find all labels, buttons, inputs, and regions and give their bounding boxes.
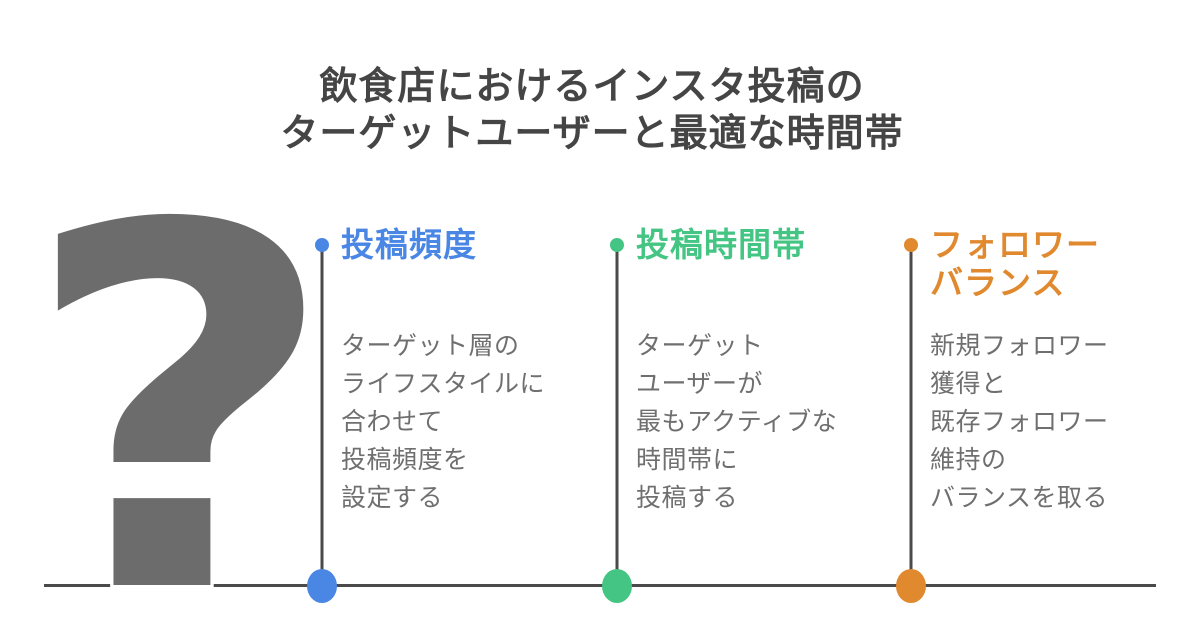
page-title: 飲食店におけるインスタ投稿の ターゲットユーザーと最適な時間帯 xyxy=(280,66,904,155)
column-follower-balance: フォロワー バランス xyxy=(930,226,1198,302)
top-dot-orange-icon xyxy=(904,238,918,252)
bottom-dot-blue-icon xyxy=(307,569,337,603)
column-posting-time-slot: 投稿時間帯 xyxy=(636,226,904,264)
top-dot-blue-icon xyxy=(315,238,329,252)
column-heading-posting-frequency: 投稿頻度 xyxy=(341,226,477,263)
bottom-dot-orange-icon xyxy=(896,569,926,603)
column-heading-follower-balance: フォロワー バランス xyxy=(930,226,1100,301)
top-dot-green-icon xyxy=(610,238,624,252)
column-posting-frequency: 投稿頻度 xyxy=(341,226,609,264)
column-body-posting-time-slot: ターゲット ユーザーが 最もアクティブな 時間帯に 投稿する xyxy=(636,332,838,512)
bottom-dot-green-icon xyxy=(602,569,632,603)
column-body-posting-frequency: ターゲット層の ライフスタイルに 合わせて 投稿頻度を 設定する xyxy=(341,332,546,512)
column-body-follower-balance: 新規フォロワー 獲得と 既存フォロワー 維持の バランスを取る xyxy=(930,332,1109,512)
question-mark-glyph: ? xyxy=(20,121,339,630)
column-heading-posting-time-slot: 投稿時間帯 xyxy=(636,226,806,263)
